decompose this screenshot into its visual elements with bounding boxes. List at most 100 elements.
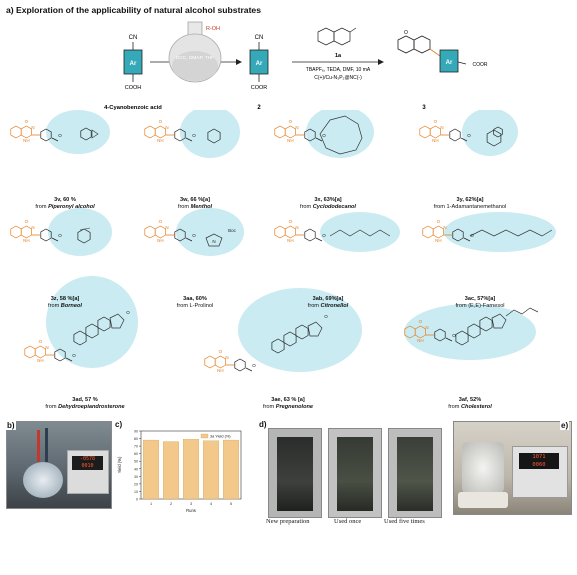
- quinazolinone-ring-b-3ac: [432, 225, 444, 239]
- n-label-3ae: N: [225, 355, 228, 360]
- carbonyl-o-3z: O: [25, 219, 29, 224]
- quinazolinone-ring-a-3ac: [422, 225, 434, 239]
- substituent-highlight-3ad: [46, 276, 138, 368]
- caption-five: Used five times: [384, 518, 425, 525]
- panel-d-label: d): [258, 420, 268, 429]
- quinazolinone-ring-b-3ab: [284, 225, 296, 239]
- substituent-highlight-3af: [404, 304, 536, 360]
- legend-label: 3a Yield (%): [210, 435, 231, 439]
- cn-label: CN: [129, 35, 138, 41]
- carbonyl-o-3af: O: [419, 319, 423, 324]
- ketone-o-3ad: O: [126, 310, 130, 315]
- reaction-vessel: [23, 462, 63, 498]
- pyrrolidine-ring: [205, 233, 223, 247]
- quinazolinone-ring-a-3ad: [24, 345, 36, 359]
- nh-label-3y: NH: [432, 138, 439, 143]
- n-label-3af: N: [425, 325, 428, 330]
- steroid-ring-c-3ae: [295, 324, 309, 340]
- reagent-1a-structure: [317, 27, 357, 46]
- steroid-ring-c-3ad: [97, 316, 111, 332]
- ar-label: Ar: [130, 61, 137, 67]
- reaction-scheme: CN Ar COOH R-OH DCC, DMAP, THF CN Ar COO…: [104, 21, 488, 111]
- ester-bond-3af: [445, 337, 453, 342]
- bornane-bridge: [79, 227, 91, 231]
- ester-bond-3y: [460, 137, 468, 142]
- substituent-highlight-3x: [306, 110, 374, 158]
- n-label-3ac: N: [443, 225, 446, 230]
- ester-bond-3aa: [185, 237, 193, 242]
- x-tick-label-4: 4: [210, 502, 212, 506]
- conditions-2: C(+)/Cu-N₃P₂@NC(-): [314, 75, 362, 81]
- compound-3x-label: 3x, 63%[a] from Cyclododecanol: [300, 197, 356, 210]
- steroid-ring-c-3af: [479, 316, 493, 332]
- nh-label-3z: NH: [23, 238, 30, 243]
- citronellyl-chain: [329, 229, 391, 237]
- product-o: O: [404, 30, 408, 36]
- quinazolinone-ring-a-3aa: [144, 225, 156, 239]
- substituent-highlight-3w: [180, 110, 240, 158]
- x-tick-label-5: 5: [230, 502, 232, 506]
- steroid-ring-d-3ad: [109, 313, 125, 329]
- phenyl-ring-3ad: [54, 348, 66, 362]
- adamantane-cage: [486, 129, 502, 147]
- steroid-ring-d-3ae: [307, 321, 323, 337]
- compound-3v-label: 3v, 60 % from Piperonyl alcohol: [35, 197, 95, 210]
- bar-run-4: [203, 440, 219, 500]
- n-label-3ab: N: [295, 225, 298, 230]
- panel-b-label: b): [6, 421, 16, 430]
- quinazolinone-ring-a-3z: [10, 225, 22, 239]
- ester-bond-3z: [51, 237, 59, 242]
- ester-o-3x: O: [322, 133, 326, 138]
- adamantane-inner: [493, 126, 503, 138]
- start-material: [123, 42, 143, 82]
- carbonyl-o-3aa: O: [159, 219, 163, 224]
- cooh-label: COOH: [125, 85, 142, 91]
- carbonyl-o-3ae: O: [219, 349, 223, 354]
- ester-bond-3ac: [463, 237, 471, 242]
- compound-3w-label: 3w, 66 %[a] from Menthol: [177, 197, 213, 210]
- piperonyl-ring: [80, 127, 92, 141]
- flask-icon: [168, 21, 222, 83]
- y-tick-label-5: 50: [134, 460, 138, 464]
- ester-o-3aa: O: [192, 233, 196, 238]
- substituent-highlight-3aa: [176, 208, 244, 256]
- carbonyl-o-3ab: O: [289, 219, 293, 224]
- compound-3ac-label: 3ac, 57%[a] from (E,E)-Farnesol: [455, 296, 505, 309]
- x-axis-label: Runs: [186, 508, 196, 513]
- product-3: [397, 35, 467, 73]
- x-tick-label-2: 2: [170, 502, 172, 506]
- bar-run-2: [163, 441, 179, 500]
- compound-3ad-label: 3ad, 57 % from Dehydroepiandrosterone: [45, 397, 125, 410]
- carbonyl-o-3ad: O: [39, 339, 43, 344]
- y-tick-label-1: 10: [134, 490, 138, 494]
- arrow-1-head: [236, 59, 242, 65]
- reaction-flask-e: [462, 442, 504, 494]
- intermediate-2: [249, 42, 269, 82]
- n-label-3aa: N: [165, 225, 168, 230]
- n-label-3y: N: [440, 125, 443, 130]
- phenyl-ring-3af: [434, 328, 446, 342]
- conditions-1: TBAPF₆, TEDA, DMF, 10 mA: [306, 67, 371, 73]
- quinazolinone-ring-b-3aa: [154, 225, 166, 239]
- caption-new: New preparation: [266, 518, 310, 525]
- steroid-ring-d-3af: [491, 313, 507, 329]
- compound-3ab-label: 3ab, 69%[a] from Citronellol: [307, 296, 349, 309]
- panel-c-label: c): [114, 420, 124, 429]
- phenyl-ring-3v: [40, 128, 52, 142]
- compound-3aa-label: 3aa, 60% from L-Prolinol: [176, 296, 214, 309]
- ester-o-3v: O: [58, 133, 62, 138]
- photo-electrode-new: [268, 428, 322, 518]
- phenyl-ring-3w: [174, 128, 186, 142]
- phenyl-ring-3ab: [304, 228, 316, 242]
- n-label-3v: N: [31, 125, 34, 130]
- ester-o-3y: O: [467, 133, 471, 138]
- ester-o-3ab: O: [322, 233, 326, 238]
- quinazolinone-ring-a-3w: [144, 125, 156, 139]
- substituent-highlight-3ae: [238, 288, 362, 372]
- nh-label-3aa: NH: [157, 238, 164, 243]
- quinazolinone-ring-b-3v: [20, 125, 32, 139]
- ester-o-3ad: O: [72, 353, 76, 358]
- n-label-3w: N: [165, 125, 168, 130]
- photo-electrode-once: [328, 428, 382, 518]
